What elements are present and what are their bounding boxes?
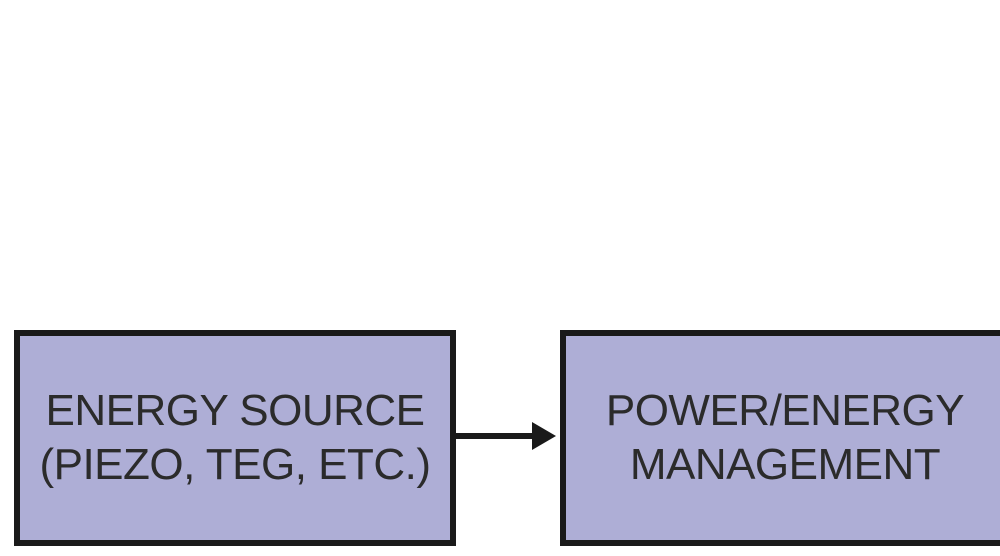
power-energy-management-block: POWER/ENERGY MANAGEMENT	[560, 330, 1000, 546]
energy-source-label-line-1: ENERGY SOURCE	[45, 386, 426, 435]
power-management-label-line-2: MANAGEMENT	[629, 440, 941, 489]
energy-source-block: ENERGY SOURCE (PIEZO, TEG, ETC.)	[14, 330, 456, 546]
arrow-right-icon	[454, 422, 556, 450]
power-management-label-line-1: POWER/ENERGY	[605, 386, 965, 435]
energy-source-label-line-2: (PIEZO, TEG, ETC.)	[39, 440, 431, 489]
arrow-head	[532, 422, 556, 450]
